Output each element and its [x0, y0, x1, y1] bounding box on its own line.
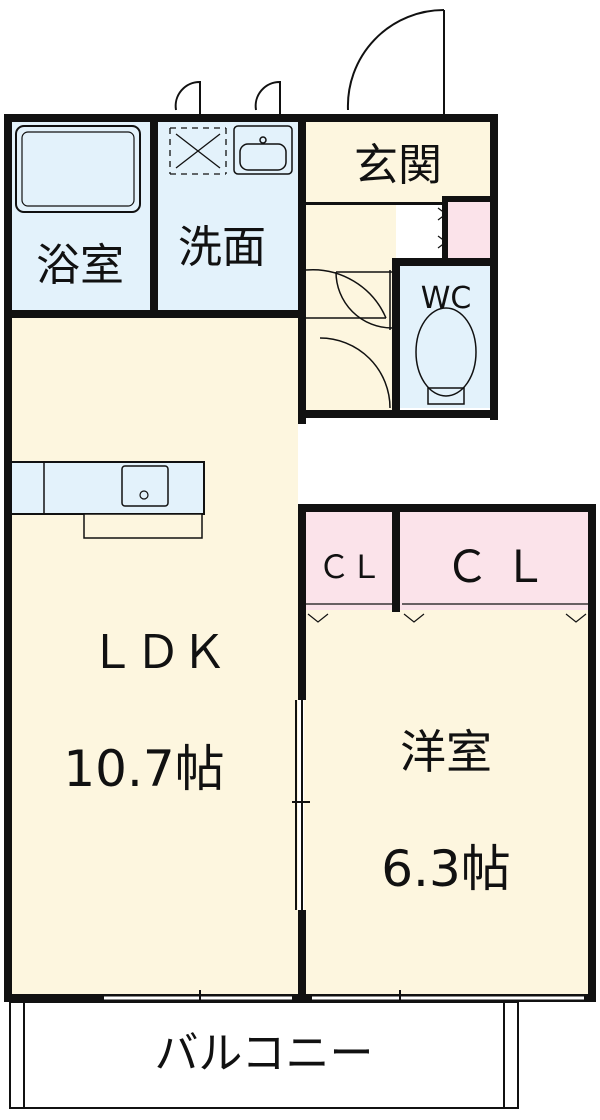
- walls: [4, 114, 596, 1002]
- label-ldk: ＬＤＫ: [89, 625, 227, 679]
- sliding-door-icon: [292, 700, 310, 910]
- hall-door-icon: [305, 268, 391, 409]
- entrance-door-icon: [346, 8, 445, 114]
- label-bath: 浴室: [36, 240, 124, 291]
- washroom-door-icon: [254, 80, 281, 114]
- sink-icon: [121, 465, 169, 507]
- ldk-fill: [10, 316, 298, 996]
- wash-basin-icon: [233, 125, 293, 175]
- bath-door-icon: [174, 80, 201, 114]
- closet-large-fill: [400, 512, 590, 610]
- shoe-box-fill: [446, 202, 492, 260]
- label-cl-small: ＣＬ: [318, 548, 382, 586]
- label-ldk-size: 10.7帖: [63, 740, 224, 798]
- closet-small-fill: [304, 512, 396, 610]
- label-wc: WC: [421, 281, 472, 316]
- western-fill: [304, 610, 590, 996]
- bath-fill: [10, 120, 156, 310]
- balcony: [9, 1001, 519, 1109]
- label-western: 洋室: [400, 725, 492, 779]
- bathtub-icon: [15, 125, 141, 213]
- label-balcony: バルコニー: [154, 1028, 373, 1079]
- washing-machine-icon: [169, 127, 227, 175]
- entrance-fill: [304, 120, 492, 204]
- toilet-icon: [415, 307, 477, 405]
- label-entrance: 玄関: [354, 140, 442, 191]
- kitchen-stand: [83, 513, 203, 539]
- label-washroom: 洗面: [178, 222, 266, 273]
- kitchen-counter: [9, 461, 205, 539]
- wc-door-icon: [335, 271, 393, 329]
- label-cl-large: Ｃ Ｌ: [445, 542, 547, 593]
- wc-fill: [400, 264, 492, 408]
- hall-fill: [304, 204, 396, 410]
- washroom-fill: [156, 120, 298, 310]
- label-western-size: 6.3帖: [381, 840, 511, 898]
